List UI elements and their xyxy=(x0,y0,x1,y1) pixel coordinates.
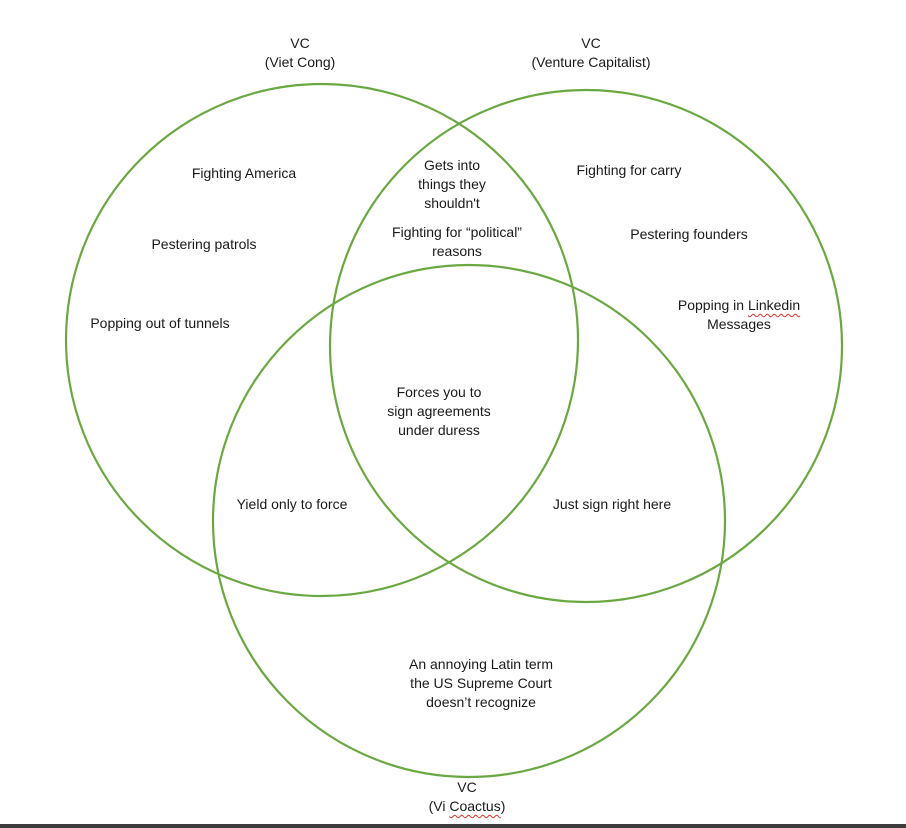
viet-cong-title: VC (Viet Cong) xyxy=(265,34,336,72)
vi-coactus-item-line-2: the US Supreme Court xyxy=(410,675,552,691)
viet-cong-name: (Viet Cong) xyxy=(264,54,336,70)
venture-capitalist-item-3-line-1: Popping in Linkedin xyxy=(678,296,800,315)
vi-coactus-abbr: VC xyxy=(457,779,477,795)
vi-coactus-item-line-1: An annoying Latin term xyxy=(409,656,553,672)
venture-capitalist-item-3-prefix: Popping in xyxy=(677,297,748,313)
vi-coactus-name-open: (Vi xyxy=(428,798,450,814)
overlap-vc-vc-item-1-line-3: shouldn't xyxy=(424,195,480,211)
center-overlap-item: Forces you to sign agreements under dure… xyxy=(387,383,491,440)
viet-cong-item-3: Popping out of tunnels xyxy=(90,315,230,331)
venture-capitalist-abbr: VC xyxy=(581,35,601,51)
vi-coactus-item: An annoying Latin term the US Supreme Co… xyxy=(409,655,553,712)
overlap-vc-vc-item-1-line-1: Gets into xyxy=(423,157,481,173)
center-overlap-line-3: under duress xyxy=(398,422,480,438)
overlap-vc-vc-item-2-line-2: reasons xyxy=(432,243,482,259)
viet-cong-item-1: Fighting America xyxy=(191,165,297,181)
overlap-vc-vc-item-2-line-1: Fighting for “political” xyxy=(392,224,522,240)
overlap-venture-vi-coactus-item: Just sign right here xyxy=(552,496,672,512)
venture-capitalist-name: (Venture Capitalist) xyxy=(531,54,651,70)
vi-coactus-name-close: ) xyxy=(500,798,506,814)
vi-coactus-name-flagged: Coactus xyxy=(449,798,501,814)
venture-capitalist-item-2: Pestering founders xyxy=(630,226,748,242)
venture-capitalist-item-3: Popping in Linkedin Messages xyxy=(678,296,800,334)
viet-cong-circle xyxy=(64,82,580,598)
vi-coactus-name: (Vi Coactus) xyxy=(429,797,506,816)
vi-coactus-circle xyxy=(211,263,727,779)
center-overlap-line-2: sign agreements xyxy=(387,403,491,419)
overlap-vc-vc-item-2: Fighting for “political” reasons xyxy=(392,223,522,261)
venture-capitalist-item-3-flagged: Linkedin xyxy=(747,297,801,313)
viet-cong-item-2: Pestering patrols xyxy=(151,236,257,252)
center-overlap-line-1: Forces you to xyxy=(396,384,482,400)
vi-coactus-item-line-3: doesn’t recognize xyxy=(426,694,536,710)
venture-capitalist-item-3-line-2: Messages xyxy=(707,316,771,332)
venture-capitalist-title: VC (Venture Capitalist) xyxy=(531,34,650,72)
venture-capitalist-item-1: Fighting for carry xyxy=(576,162,682,178)
overlap-viet-cong-vi-coactus-item: Yield only to force xyxy=(236,496,348,512)
bottom-border xyxy=(0,824,906,828)
overlap-vc-vc-item-1-line-2: things they xyxy=(418,176,486,192)
venture-capitalist-circle xyxy=(328,88,844,604)
viet-cong-abbr: VC xyxy=(290,35,310,51)
vi-coactus-title: VC (Vi Coactus) xyxy=(429,778,506,816)
overlap-vc-vc-item-1: Gets into things they shouldn't xyxy=(418,156,486,213)
